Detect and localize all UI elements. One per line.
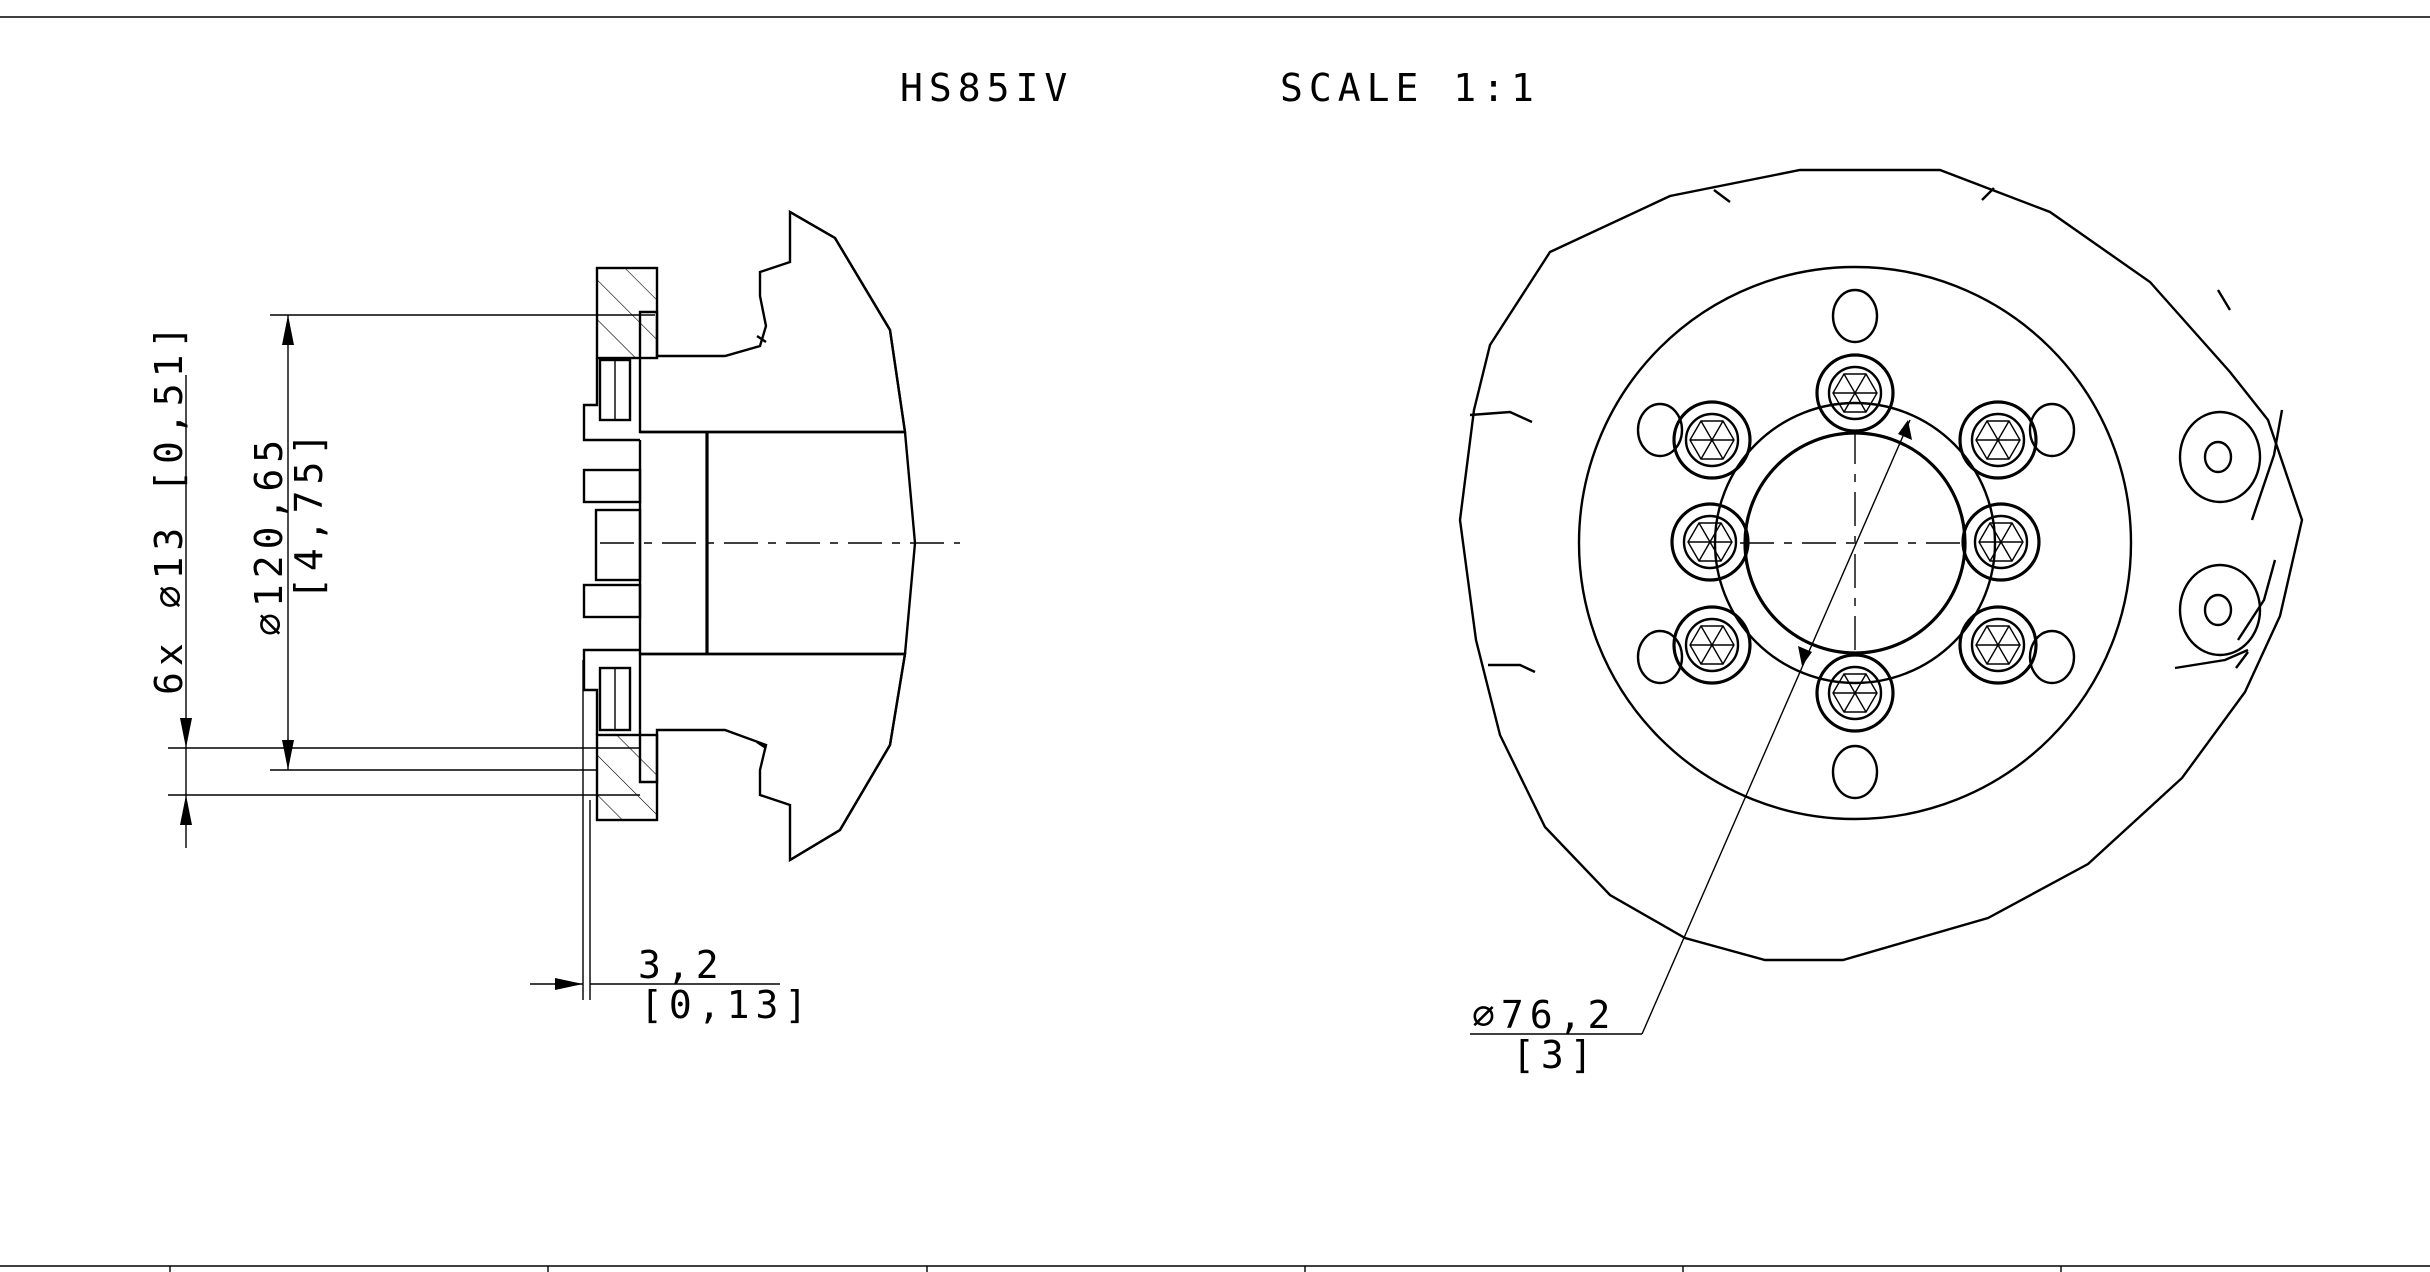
- mounting-face: [1577, 265, 2133, 821]
- section-hatch-upper: [638, 209, 907, 434]
- dim-hole-label: 6x ⌀13 [0,51]: [147, 320, 191, 695]
- scale-label: SCALE 1:1: [1280, 66, 1540, 110]
- dim-offset-label: 3,2: [638, 943, 725, 987]
- dim-offset-inch: [0,13]: [640, 983, 813, 1027]
- front-view: ⌀76,2 [3]: [1458, 168, 2304, 1077]
- dim-bolt-circle-label: ⌀76,2: [1472, 993, 1616, 1037]
- side-section-view: 6x ⌀13 [0,51] ⌀120,65 [4,75] 3,2 [0,13]: [147, 209, 960, 1027]
- screw-heads: [1670, 353, 2041, 733]
- dim-outer-diameter-inch: [4,75]: [287, 427, 331, 600]
- section-hatch-lower: [638, 652, 907, 863]
- housing-outline: [1458, 168, 2304, 962]
- sheet-frame: [0, 16, 2430, 1272]
- model-title: HS85IV: [900, 66, 1073, 110]
- dim-outer-diameter-label: ⌀120,65: [247, 434, 291, 636]
- dim-bolt-circle-inch: [3]: [1512, 1033, 1599, 1077]
